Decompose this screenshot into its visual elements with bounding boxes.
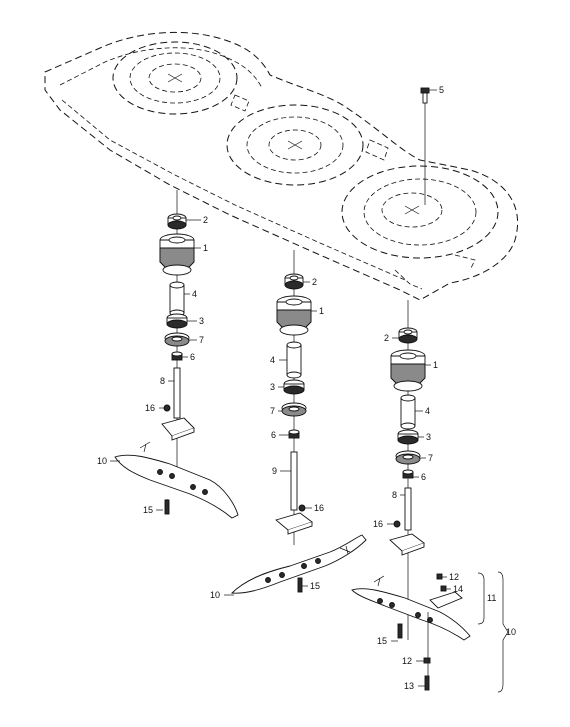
callout-1-left: 1 <box>203 243 208 253</box>
callout-13-right: 13 <box>404 681 414 691</box>
bearing-lower-right <box>397 429 419 445</box>
callout-12-right-bottom: 12 <box>402 656 412 666</box>
leader-lines <box>110 89 451 687</box>
callout-16-left: 16 <box>145 403 155 413</box>
blade-right <box>351 575 471 641</box>
spacer-tube-middle <box>286 341 302 379</box>
callout-6-left: 6 <box>190 352 195 362</box>
bolt-5-top <box>420 87 430 104</box>
nut-12-top <box>436 573 443 580</box>
bolt-15-left <box>164 499 170 515</box>
bearing-top-middle <box>284 273 304 290</box>
spindle-housing-left <box>159 233 195 276</box>
bracket-11 <box>477 572 485 625</box>
bearing-lower-left <box>166 313 188 329</box>
callout-15-middle: 15 <box>310 581 320 591</box>
blade-middle <box>230 534 367 594</box>
spindle-assembly-right <box>389 87 430 640</box>
seal-left <box>164 332 190 347</box>
deck-housing-middle <box>226 104 364 186</box>
callout-9-middle: 9 <box>272 466 277 476</box>
callout-3-left: 3 <box>199 316 204 326</box>
callout-11-right: 11 <box>487 593 496 603</box>
seal-middle <box>281 402 307 417</box>
callout-6-right: 6 <box>421 472 426 482</box>
blade-left <box>114 441 239 519</box>
nut-middle <box>288 429 300 439</box>
callout-6-middle: 6 <box>271 430 276 440</box>
spindle-shaft-left <box>173 367 181 419</box>
bolt-15-middle <box>297 577 303 593</box>
bearing-lower-middle <box>283 379 305 395</box>
callout-7-left: 7 <box>199 335 204 345</box>
bolt-16-middle <box>298 504 306 512</box>
mower-deck-outline <box>44 31 519 301</box>
bolt-15-right <box>397 623 403 639</box>
deck-housing-right <box>341 165 499 259</box>
callout-15-right: 15 <box>377 636 387 646</box>
callouts-left: 2 1 4 3 7 6 8 16 10 15 <box>97 215 208 515</box>
callout-3-middle: 3 <box>270 382 275 392</box>
callout-7-middle: 7 <box>270 406 275 416</box>
callouts-right: 5 2 1 4 3 7 6 8 16 12 14 11 10 15 12 13 <box>373 85 516 691</box>
bearing-top-right <box>398 327 418 344</box>
deck-housing-left <box>112 41 238 115</box>
callout-4-middle: 4 <box>270 355 275 365</box>
callout-10-left: 10 <box>97 456 107 466</box>
callout-3-right: 3 <box>426 432 431 442</box>
spindle-shaft-right <box>404 487 412 531</box>
callout-10-right: 10 <box>506 627 516 637</box>
seal-right <box>395 450 421 465</box>
callout-12-right-top: 12 <box>449 572 459 582</box>
bolt-16-left <box>163 404 171 412</box>
callout-5-right: 5 <box>439 85 444 95</box>
spindle-assembly-left <box>159 190 195 470</box>
spindle-housing-middle <box>276 295 312 336</box>
callout-2-right: 2 <box>384 333 389 343</box>
callout-8-right: 8 <box>392 490 397 500</box>
callout-4-right: 4 <box>425 406 430 416</box>
nut-left <box>171 351 183 361</box>
callout-10-middle: 10 <box>210 590 220 600</box>
callout-1-middle: 1 <box>319 306 324 316</box>
bearing-top-left <box>167 213 187 230</box>
callout-15-left: 15 <box>143 505 153 515</box>
spacer-tube-right <box>400 394 416 430</box>
callout-7-right: 7 <box>428 453 433 463</box>
callout-1-right: 1 <box>433 360 438 370</box>
callout-16-middle: 16 <box>314 503 324 513</box>
callout-2-left: 2 <box>203 215 208 225</box>
spindle-shaft-middle <box>290 451 298 511</box>
nut-12-bottom <box>423 657 431 664</box>
spacer-tube-left <box>169 281 185 317</box>
callout-4-left: 4 <box>192 289 197 299</box>
callout-8-left: 8 <box>160 376 165 386</box>
deflector-plate <box>429 591 463 609</box>
callouts-middle: 2 1 4 3 7 6 9 16 10 15 <box>210 277 324 600</box>
nut-right <box>402 469 414 479</box>
bolt-14 <box>440 585 447 592</box>
callout-14-right: 14 <box>453 584 463 594</box>
bolt-13 <box>424 675 430 691</box>
spindle-housing-right <box>390 349 426 392</box>
bolt-16-right <box>393 520 401 528</box>
bracket-10 <box>497 571 509 693</box>
spindle-assembly-middle <box>275 250 313 545</box>
callout-16-right: 16 <box>373 519 383 529</box>
callout-2-middle: 2 <box>312 277 317 287</box>
